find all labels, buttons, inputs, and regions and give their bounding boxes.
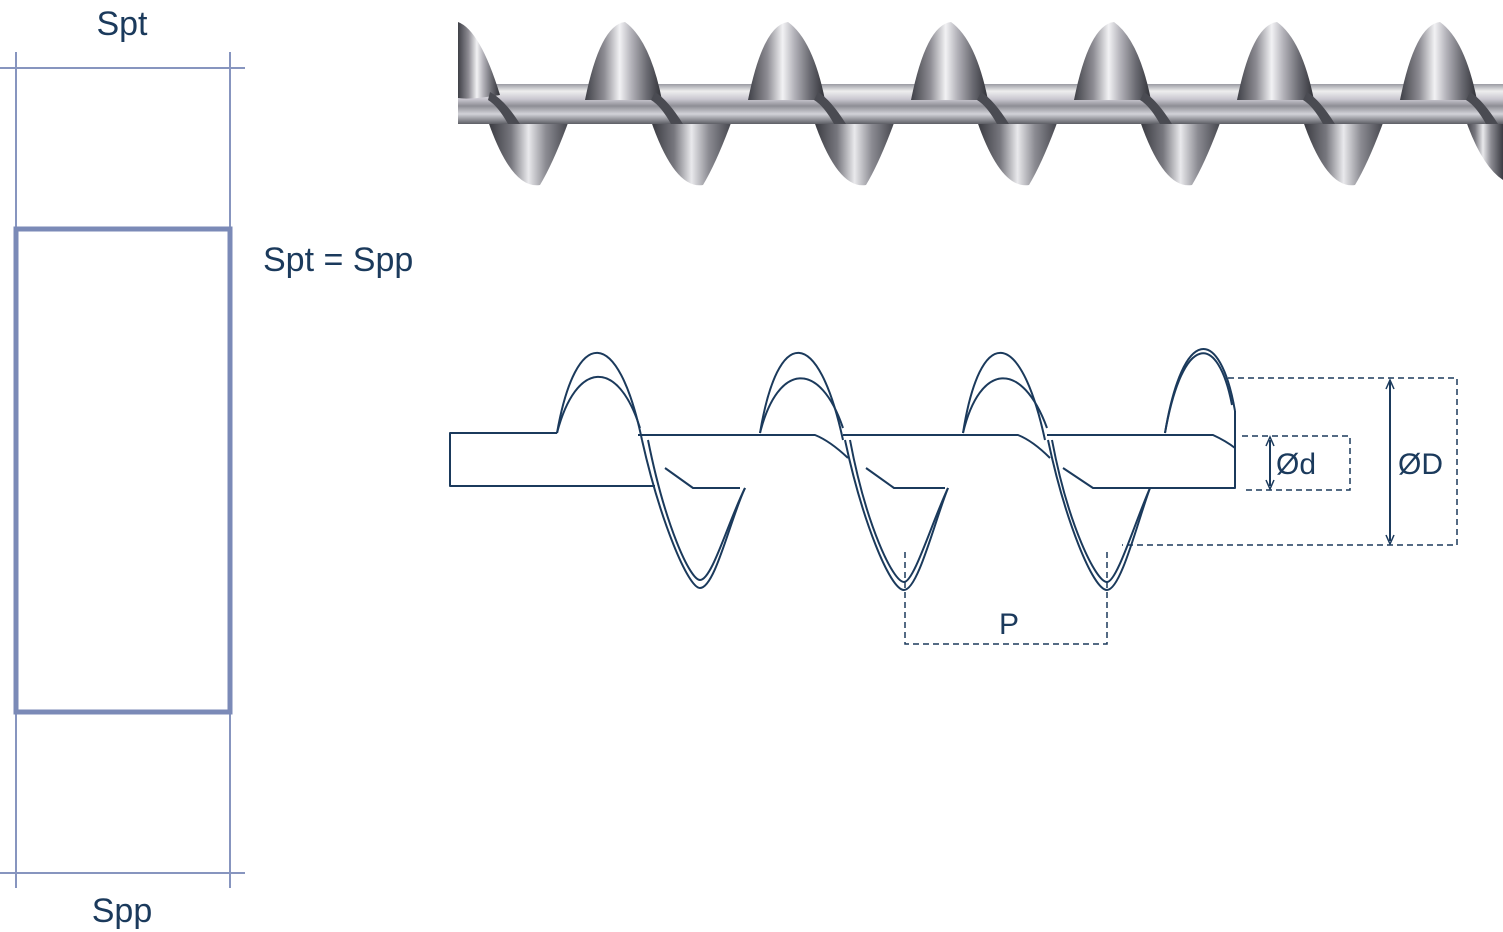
flight-upper: [748, 22, 825, 100]
section-diagram: Spt Spt = Spp Spp: [0, 5, 413, 930]
shaft-bottom-segment: [865, 467, 945, 489]
dimension-labels: Ød ØD P: [999, 448, 1443, 641]
label-spt: Spt: [96, 5, 148, 43]
shaft-bottom-segment: [664, 467, 740, 489]
flight-lower: [485, 112, 572, 186]
flight-upper: [1074, 22, 1151, 100]
flight-upper: [911, 22, 988, 100]
flight-trough-3: [1047, 439, 1151, 591]
flight-crest-1: [556, 352, 643, 441]
flight-lower: [1300, 112, 1387, 186]
arrowhead: [1265, 435, 1275, 447]
inner-diameter-box: [1242, 435, 1351, 491]
flight-lower: [811, 112, 898, 186]
arrowhead: [1265, 479, 1275, 491]
flight-crossing: [1303, 92, 1335, 124]
arrowhead: [1385, 534, 1395, 546]
flight-upper: [1400, 22, 1477, 100]
shaft-outline: [449, 432, 655, 487]
section-rectangle: [13, 226, 233, 715]
flight-lower: [1463, 112, 1503, 180]
shaft-top-segment: [1047, 434, 1236, 449]
flight-crossing: [814, 92, 846, 124]
flight-lower: [648, 112, 735, 186]
dimension-lines: [904, 377, 1458, 645]
flight-crossing: [488, 92, 520, 124]
flight-crossing: [1140, 92, 1172, 124]
arrowhead: [1385, 378, 1395, 390]
label-inner-diameter: Ød: [1276, 448, 1316, 481]
label-spt-equals-spp: Spt = Spp: [263, 241, 413, 279]
flight-trough-1: [641, 439, 746, 589]
flight-crest-4: [1164, 348, 1236, 434]
label-pitch: P: [999, 608, 1019, 641]
flight-upper: [458, 22, 500, 99]
shaft-top-segment: [638, 434, 849, 459]
flight-crossing: [651, 92, 683, 124]
flight-crest-3: [962, 352, 1048, 441]
shaft-top-segment: [843, 434, 1051, 459]
flight-crossing: [977, 92, 1009, 124]
flight-upper: [1237, 22, 1314, 100]
flight-lower: [974, 112, 1061, 186]
shaft-right-end: [1148, 411, 1236, 489]
screw-photo: [458, 22, 1503, 186]
flights-back: [485, 112, 1503, 186]
flight-upper: [585, 22, 662, 100]
flight-crossing: [1466, 92, 1498, 124]
flight-trough-2: [844, 439, 949, 591]
pitch-bracket: [904, 552, 1108, 645]
flight-crest-2: [759, 352, 844, 441]
flight-lower: [1137, 112, 1224, 186]
shaft-bottom-segment: [1062, 467, 1148, 489]
label-outer-diameter: ØD: [1398, 448, 1443, 481]
label-spp: Spp: [92, 892, 153, 930]
outer-diameter-box: [1122, 377, 1458, 546]
screw-technical-drawing: [449, 348, 1236, 591]
flights-front: [458, 22, 1498, 124]
